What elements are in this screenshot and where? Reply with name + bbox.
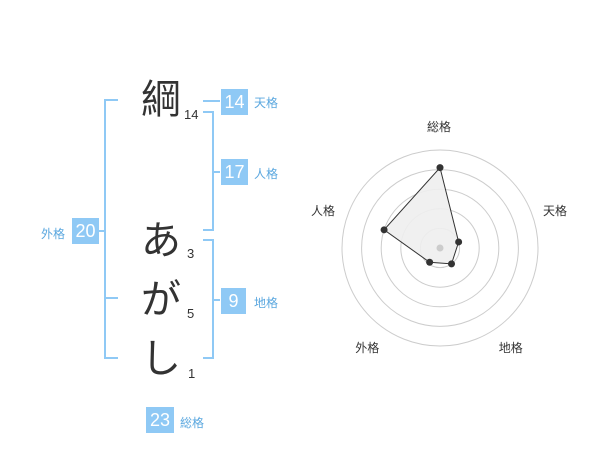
tenkaku-label: 天格 xyxy=(254,96,279,110)
gaikaku-label: 外格 xyxy=(41,227,66,241)
stroke-count-2: 3 xyxy=(187,246,195,261)
radar-axis-label: 天格 xyxy=(543,204,568,219)
radar-axis-label: 人格 xyxy=(310,204,335,219)
stroke-count-3: 5 xyxy=(187,306,195,321)
radar-axis-label: 地格 xyxy=(498,340,523,355)
jinkaku-label: 人格 xyxy=(254,167,279,181)
radar-point xyxy=(426,258,434,266)
radar-polygon xyxy=(383,166,460,265)
chikaku-label: 地格 xyxy=(254,296,279,310)
radar-point xyxy=(380,226,388,234)
gaikaku-badge: 20 xyxy=(72,218,99,244)
name-char-3: が xyxy=(141,277,181,323)
radar-point xyxy=(455,238,463,246)
radar-point xyxy=(448,260,456,268)
soukaku-label: 総格 xyxy=(180,416,205,430)
stroke-count-1: 14 xyxy=(184,107,199,122)
stroke-count-4: 1 xyxy=(188,366,196,381)
tenkaku-badge: 14 xyxy=(221,89,248,115)
radar-point xyxy=(436,164,444,172)
radar-axis-label: 外格 xyxy=(355,340,380,355)
gaikaku-bracket xyxy=(104,99,118,359)
name-char-4: し xyxy=(141,336,181,382)
soukaku-badge: 23 xyxy=(146,407,174,433)
name-char-2: あ xyxy=(141,218,181,264)
radar-center xyxy=(436,244,444,252)
chikaku-badge: 9 xyxy=(221,288,246,314)
radar-axis-label: 総格 xyxy=(427,120,452,134)
name-char-1: 綱 xyxy=(141,77,181,123)
radar-ring xyxy=(341,149,539,347)
jinkaku-badge: 17 xyxy=(221,159,248,185)
